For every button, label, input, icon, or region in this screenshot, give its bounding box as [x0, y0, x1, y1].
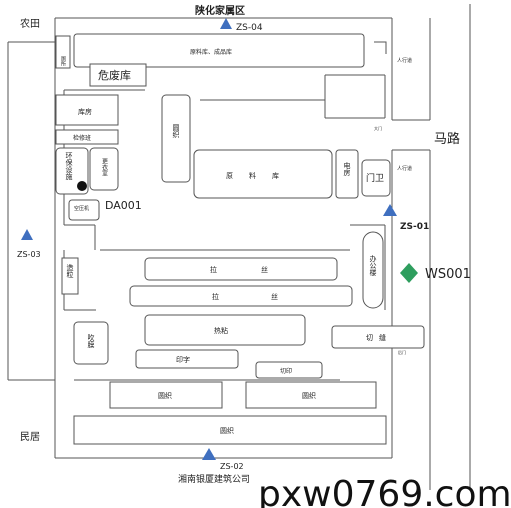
office-box — [362, 231, 384, 309]
ws001-marker: WS001 — [400, 263, 471, 283]
label-south: 湘南银厦建筑公司 — [178, 473, 250, 485]
gate-guard-box — [361, 159, 391, 197]
maintenance-box — [55, 129, 119, 145]
stack-dot-icon — [77, 181, 87, 191]
label-hazardous-waste: 危废库 — [98, 68, 131, 82]
weaving-3-box — [73, 415, 387, 445]
label-blow-film: 吹膜 — [87, 333, 95, 349]
label-zs03: ZS-03 — [17, 250, 41, 259]
label-changing-room: 更衣室 — [101, 158, 108, 176]
da001-marker: DA001 — [77, 181, 142, 212]
label-ws001: WS001 — [425, 267, 471, 282]
label-granulation: 造粒 — [66, 263, 74, 279]
watermark: pxw0769.com — [258, 474, 511, 508]
zs04-marker: ZS-04 — [220, 18, 263, 33]
weaving-2-box — [245, 381, 377, 409]
label-lamination: 热粘 — [214, 326, 228, 335]
toilet-box — [55, 35, 71, 69]
label-drawing-2: 拉丝 — [212, 292, 330, 301]
gate-arc — [374, 41, 387, 54]
changing-room-box — [89, 147, 119, 191]
label-weaving-2: 圆织 — [302, 391, 316, 400]
label-gate-guard: 门卫 — [366, 172, 384, 184]
label-pedestrian-top: 人行道 — [397, 57, 412, 64]
triangle-icon — [202, 448, 216, 460]
label-toilet: 厕所 — [60, 56, 66, 67]
power-room-box — [335, 149, 359, 199]
label-zs02: ZS-02 — [220, 462, 244, 471]
lamination-box — [144, 314, 306, 346]
label-power-room: 电房 — [343, 161, 351, 177]
label-cutting: 切印 — [280, 368, 292, 375]
weaving-left-box — [161, 94, 191, 183]
label-zs01: ZS-01 — [400, 222, 429, 232]
site-boundary — [7, 4, 471, 490]
zs02-marker: ZS-02 — [202, 448, 244, 471]
label-pedestrian-mid: 人行道 — [397, 165, 412, 172]
triangle-icon — [383, 204, 397, 216]
compressor-box — [68, 199, 100, 221]
zs03-marker: ZS-03 — [17, 229, 41, 259]
drawing-1-box — [144, 257, 338, 281]
diamond-icon — [400, 263, 418, 283]
label-raw-finished-store: 原料库、成品库 — [190, 48, 232, 56]
raw-finished-store-box — [73, 33, 365, 68]
granulation-box — [61, 257, 79, 295]
label-road: 马路 — [434, 131, 460, 147]
hazardous-waste-box — [89, 63, 147, 87]
raw-material-store-box — [193, 149, 333, 199]
label-residence: 民居 — [20, 431, 40, 443]
label-north: 陕化家属区 — [195, 4, 245, 17]
zs01-marker: ZS-01 — [383, 204, 429, 232]
label-office: 办公楼 — [369, 254, 377, 277]
label-weaving-1: 圆织 — [158, 391, 172, 400]
label-farmland: 农田 — [20, 17, 40, 30]
label-warehouse: 库房 — [78, 107, 92, 116]
label-slitting: 切缝 — [366, 333, 392, 342]
slitting-box — [331, 325, 425, 349]
warehouse-box — [55, 94, 119, 126]
label-compressor: 空压机 — [74, 205, 89, 212]
label-raw-material-store: 原料库 — [226, 171, 295, 180]
label-env-equipment: 环保设施 — [65, 152, 73, 181]
label-vehicle-gate: 大门 — [374, 125, 382, 131]
blow-film-box — [73, 321, 109, 365]
label-printing: 印字 — [176, 355, 190, 364]
triangle-icon — [220, 18, 232, 29]
drawing-2-box — [129, 285, 353, 307]
label-zs04: ZS-04 — [236, 23, 263, 33]
label-da001: DA001 — [105, 199, 142, 212]
label-rear-gate: 后门 — [398, 349, 406, 355]
label-maintenance: 检修班 — [73, 134, 91, 142]
label-weaving-left: 圆织 — [172, 124, 180, 139]
triangle-icon — [21, 229, 33, 240]
label-drawing-1: 拉丝 — [210, 265, 312, 274]
label-weaving-3: 圆织 — [220, 426, 234, 435]
weaving-1-box — [109, 381, 223, 409]
cutting-box — [255, 361, 323, 379]
printing-box — [135, 349, 239, 369]
